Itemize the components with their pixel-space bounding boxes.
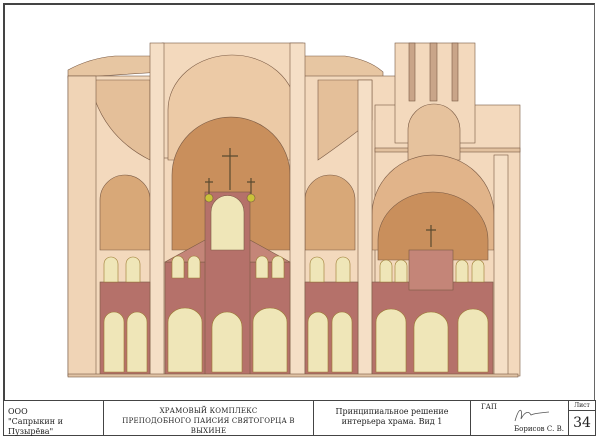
pier-left	[149, 42, 165, 377]
role-label: ГАП	[481, 403, 498, 411]
project-line2: ПРЕПОДОБНОГО ПАИСИЯ СВЯТОГОРЦА В ВЫХИНЕ	[122, 417, 295, 435]
approval-cell: ГАП Борисов С. В.	[471, 401, 569, 435]
left-side-arch	[99, 174, 151, 251]
cross-icons	[205, 148, 436, 247]
royal-doors	[211, 311, 243, 373]
sheet-title-line1: Принципиальное решение	[335, 407, 449, 416]
sheet-number-cell: Лист 34	[569, 401, 595, 435]
sheet-title-cell: Принципиальное решение интерьера храма. …	[314, 401, 471, 435]
drawing-frame	[3, 3, 595, 436]
pier-sanctuary	[357, 79, 373, 377]
signature-icon	[514, 409, 550, 422]
outer-wall-right	[493, 154, 509, 377]
sheet-title-line2: интерьера храма. Вид 1	[341, 417, 443, 426]
project-line1: ХРАМОВЫЙ КОМПЛЕКС	[159, 407, 258, 415]
company-cell: ООО "Сапрыкин и Пузырёва"	[4, 401, 104, 436]
pier-right	[289, 42, 306, 377]
project-cell: ХРАМОВЫЙ КОМПЛЕКС ПРЕПОДОБНОГО ПАИСИЯ СВ…	[104, 401, 314, 435]
left-roof	[67, 55, 163, 79]
company-line1: ООО	[8, 407, 28, 416]
author-name: Борисов С. В.	[514, 425, 564, 433]
right-roof	[302, 55, 384, 79]
church-interior-section-drawing	[67, 42, 521, 378]
sheet-number: 34	[573, 415, 591, 431]
title-block: ООО "Сапрыкин и Пузырёва" ХРАМОВЫЙ КОМПЛ…	[3, 400, 596, 436]
right-side-arch	[304, 174, 356, 251]
company-line2: "Сапрыкин и Пузырёва"	[8, 417, 63, 436]
central-apse	[171, 116, 291, 251]
outer-wall-left	[67, 75, 97, 377]
sheet-label: Лист	[569, 401, 595, 411]
